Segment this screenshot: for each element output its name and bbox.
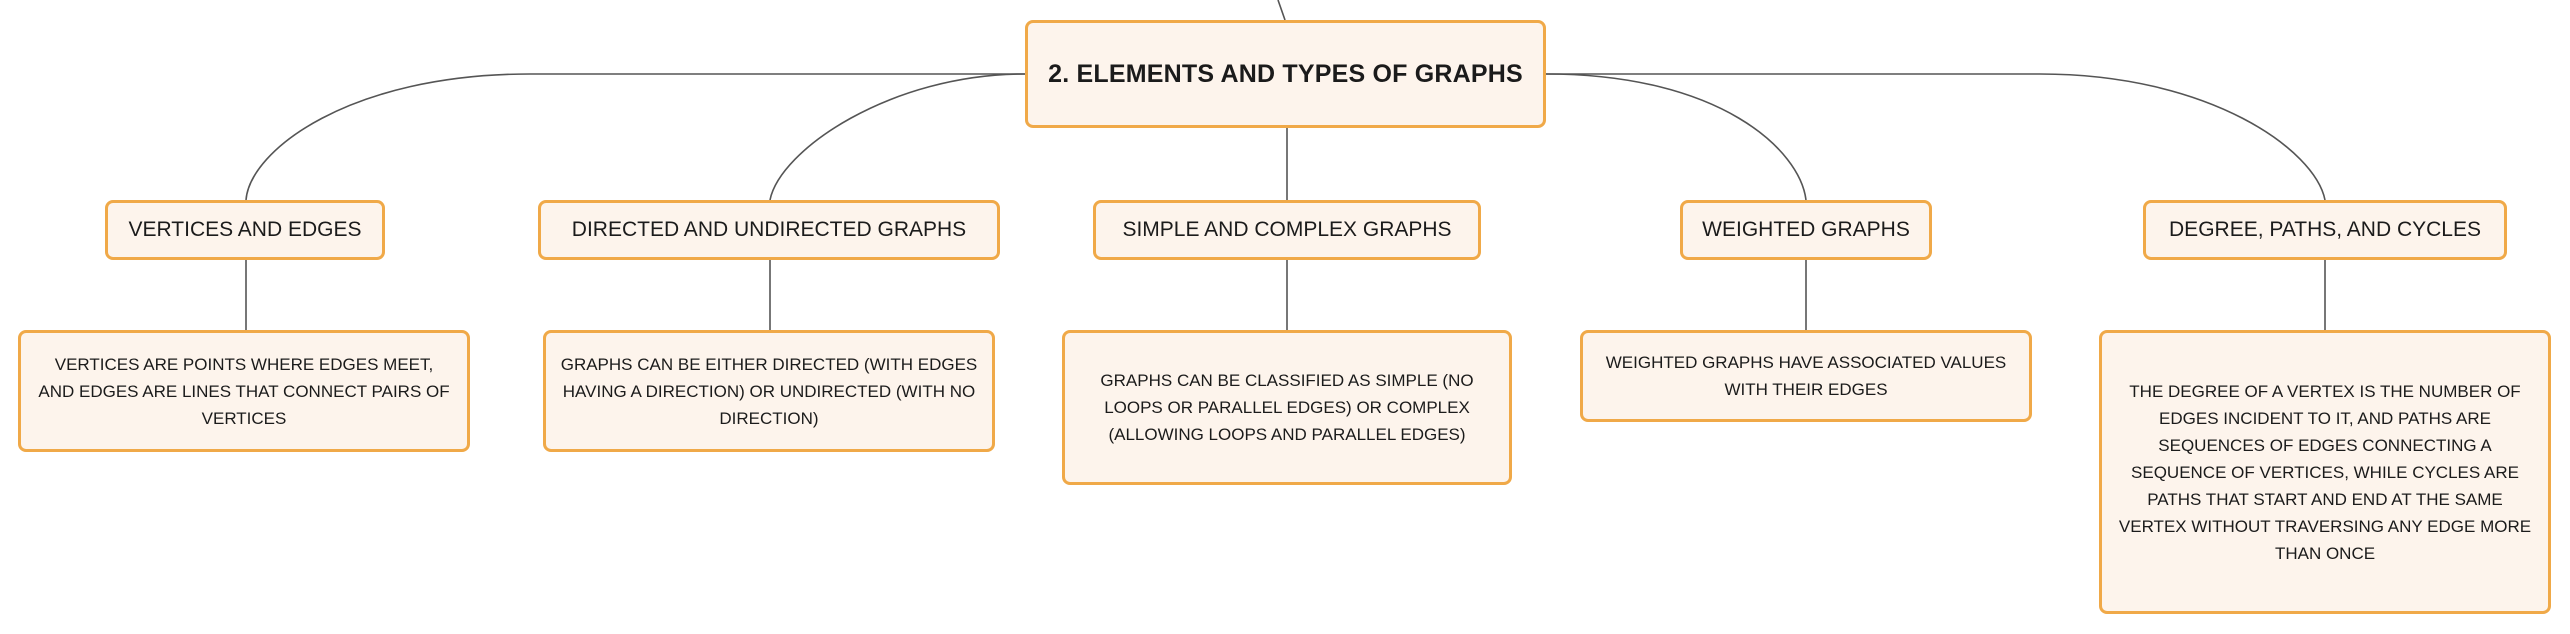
detail-text: GRAPHS CAN BE CLASSIFIED AS SIMPLE (NO L… [1100, 371, 1474, 444]
connector-root-topic-4 [1545, 73, 1807, 201]
connector-root-topic-1 [245, 73, 1025, 201]
topic-simple-and-complex-graphs[interactable]: SIMPLE AND COMPLEX GRAPHS [1093, 200, 1481, 260]
topic-label: DEGREE, PATHS, AND CYCLES [2169, 218, 2481, 241]
detail-vertices-and-edges[interactable]: VERTICES ARE POINTS WHERE EDGES MEET, AN… [18, 330, 470, 452]
detail-directed-and-undirected-graphs[interactable]: GRAPHS CAN BE EITHER DIRECTED (WITH EDGE… [543, 330, 995, 452]
detail-simple-and-complex-graphs[interactable]: GRAPHS CAN BE CLASSIFIED AS SIMPLE (NO L… [1062, 330, 1512, 485]
detail-text: THE DEGREE OF A VERTEX IS THE NUMBER OF … [2118, 381, 2532, 563]
connector-parent [1277, 0, 1286, 21]
detail-degree-paths-and-cycles[interactable]: THE DEGREE OF A VERTEX IS THE NUMBER OF … [2099, 330, 2551, 614]
root-node[interactable]: 2. ELEMENTS AND TYPES OF GRAPHS [1025, 20, 1546, 128]
topic-label: SIMPLE AND COMPLEX GRAPHS [1122, 218, 1452, 241]
topic-label: WEIGHTED GRAPHS [1702, 218, 1910, 241]
topic-weighted-graphs[interactable]: WEIGHTED GRAPHS [1680, 200, 1932, 260]
topic-vertices-and-edges[interactable]: VERTICES AND EDGES [105, 200, 385, 260]
detail-text: VERTICES ARE POINTS WHERE EDGES MEET, AN… [38, 354, 450, 428]
connector-root-topic-2 [769, 73, 1026, 201]
detail-weighted-graphs[interactable]: WEIGHTED GRAPHS HAVE ASSOCIATED VALUES W… [1580, 330, 2032, 422]
connector-root-topic-5 [1546, 73, 2326, 201]
topic-directed-and-undirected-graphs[interactable]: DIRECTED AND UNDIRECTED GRAPHS [538, 200, 1000, 260]
detail-text: GRAPHS CAN BE EITHER DIRECTED (WITH EDGE… [560, 354, 978, 428]
topic-label: VERTICES AND EDGES [128, 218, 362, 241]
detail-text: WEIGHTED GRAPHS HAVE ASSOCIATED VALUES W… [1605, 353, 2007, 399]
root-title: 2. ELEMENTS AND TYPES OF GRAPHS [1048, 59, 1523, 88]
topic-degree-paths-and-cycles[interactable]: DEGREE, PATHS, AND CYCLES [2143, 200, 2507, 260]
topic-label: DIRECTED AND UNDIRECTED GRAPHS [571, 218, 967, 241]
